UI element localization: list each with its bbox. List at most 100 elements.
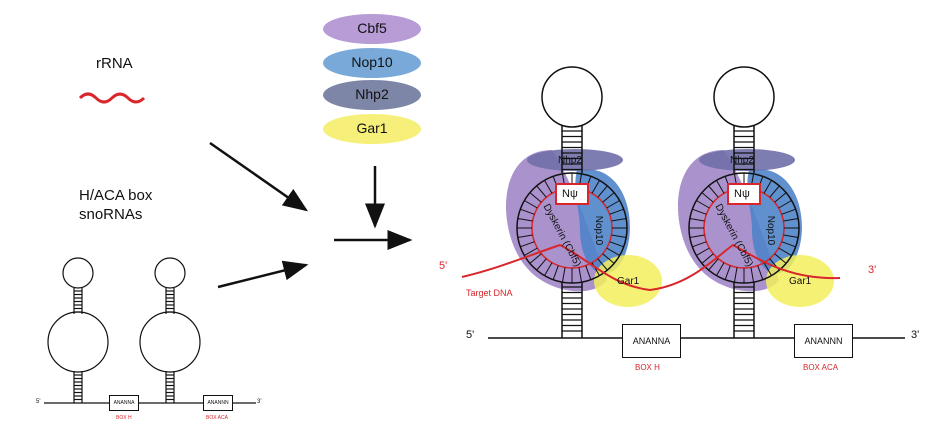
hairpin-2-pocket-rung [763, 180, 772, 194]
small-box-h-label: BOX H [116, 415, 132, 421]
hairpin-2-pocket-rung [696, 200, 710, 209]
hairpin-1-gar1-blob [594, 255, 662, 307]
hairpin-2-pocket-rung [757, 265, 764, 280]
hairpin-1-pocket-rung [597, 185, 608, 198]
hairpin-1-pocket-rung [591, 180, 600, 194]
rrna-strand [78, 92, 146, 104]
gar1-label: Gar1 [356, 120, 388, 136]
hairpin-1-pocket-rung [536, 258, 547, 271]
hairpin-2-pocket-rung [689, 217, 705, 222]
target-three-prime: 3' [868, 264, 877, 276]
nhp2-label-1: Nhp2 [558, 155, 582, 166]
target-five-prime: 5' [439, 260, 448, 272]
hairpin-2-pocket-rung [692, 208, 707, 215]
hairpin-1-pocket-rung [561, 267, 566, 283]
target-dna-label: Target DNA [466, 288, 513, 298]
nop10-label: Nop10 [351, 54, 393, 70]
strand-five-prime: 5' [466, 329, 475, 341]
small-hairpin-2-pocket [139, 311, 201, 373]
small-box-h: ANANNA [109, 395, 139, 411]
snorna-label-line1: H/ACA box [79, 187, 153, 204]
arrow-rrna [209, 141, 309, 212]
hairpin-2-loop [713, 66, 775, 128]
hairpin-1-pocket-rung [606, 200, 620, 209]
hairpin-2-pocket-rung [733, 267, 738, 283]
hairpin-2-pocket-rung [692, 241, 707, 248]
hairpin-2-pocket-rung [769, 185, 780, 198]
hairpin-2-pocket-rung [708, 185, 719, 198]
hairpin-1-pocket-rung [524, 200, 538, 209]
hairpin-1-pocket-rung [517, 217, 533, 222]
hairpin-1-pocket-rung [611, 234, 627, 239]
hairpin-1-pocket-rung [552, 265, 559, 280]
hairpin-1-pocket-rung [585, 265, 592, 280]
psi-label-2: Nψ [734, 188, 750, 200]
hairpin-1-pocket-rung [602, 192, 615, 203]
small-box-aca-label: BOX ACA [206, 415, 228, 421]
hairpin-1-pocket-rung [597, 258, 608, 271]
small-hairpin-1-loop [62, 257, 94, 289]
protein-legend [323, 14, 421, 144]
snorna-small-diagram [44, 257, 256, 404]
target-dna-strand [461, 243, 841, 292]
hairpin-2-pocket-rung [716, 262, 725, 276]
hairpin-1-psi-box [555, 183, 589, 205]
hairpin-2-pocket-rung [708, 258, 719, 271]
hairpin-1-pocket-rung [578, 267, 583, 283]
box-aca: ANANNN [794, 324, 853, 358]
arrow-snorna [217, 260, 309, 289]
hairpin-1-pocket-rung [520, 241, 535, 248]
small-hairpin-1-pocket [47, 311, 109, 373]
hairpin-1-pocket-rung [520, 208, 535, 215]
nhp2-label-2: Nhp2 [730, 155, 754, 166]
hairpin-1-pocket-rung [544, 262, 553, 276]
hairpin-1-pocket-rung [609, 208, 624, 215]
rrna-label: rRNA [96, 55, 133, 72]
hairpin-2-pocket-rung [778, 247, 792, 256]
nhp2-ellipse [323, 80, 421, 110]
hairpin-2-pocket-rung [696, 247, 710, 256]
gar1-ellipse [323, 114, 421, 144]
hairpin-2-pocket-rung [763, 262, 772, 276]
small-hairpin-2-loop [154, 257, 186, 289]
snorna-complex-diagram [461, 66, 905, 339]
hairpin-1-pocket-rung [529, 253, 542, 264]
hairpin-1-pocket-rung [611, 217, 627, 222]
hairpin-2-pocket-rung [701, 253, 714, 264]
hairpin-2-pocket-rung [701, 192, 714, 203]
hairpin-1-pocket-rung [602, 253, 615, 264]
nop10-label-1: Nop10 [593, 215, 605, 246]
nop10-ellipse [323, 48, 421, 78]
box-aca-label: BOX ACA [803, 363, 839, 372]
hairpin-1-pocket-rung [517, 234, 533, 239]
hairpin-1-pocket-rung [606, 247, 620, 256]
small-five-prime: 5' [36, 399, 41, 405]
hairpin-1-pocket-rung [609, 241, 624, 248]
hairpin-2-pocket-rung [689, 234, 705, 239]
hairpin-1-pocket-rung [544, 180, 553, 194]
strand-three-prime: 3' [911, 329, 920, 341]
hairpin-1-loop [541, 66, 603, 128]
hairpin-2-pocket-rung [783, 217, 799, 222]
hairpin-2-pocket-rung [724, 265, 731, 280]
hairpin-2-pocket-rung [750, 267, 755, 283]
hairpin-2-nhp2-blob [699, 149, 795, 171]
box-h-label: BOX H [635, 363, 660, 372]
gar1-label-2: Gar1 [789, 276, 812, 287]
hairpin-2-pocket-rung [774, 253, 787, 264]
hairpin-2-pocket-rung [781, 241, 796, 248]
small-three-prime: 3' [257, 399, 262, 405]
hairpin-2-pocket-rung [783, 234, 799, 239]
hairpin-2-pocket-rung [774, 192, 787, 203]
nhp2-label: Nhp2 [355, 86, 389, 102]
hairpin-1-nhp2-blob [527, 149, 623, 171]
hairpin-1-pocket-rung [529, 192, 542, 203]
hairpin-2-psi-box [727, 183, 761, 205]
gar1-label-1: Gar1 [617, 276, 640, 287]
box-h: ANANNA [622, 324, 681, 358]
cbf5-ellipse [323, 14, 421, 44]
small-box-aca: ANANNN [203, 395, 233, 411]
hairpin-1-pocket-rung [524, 247, 538, 256]
hairpin-1-pocket-rung [536, 185, 547, 198]
